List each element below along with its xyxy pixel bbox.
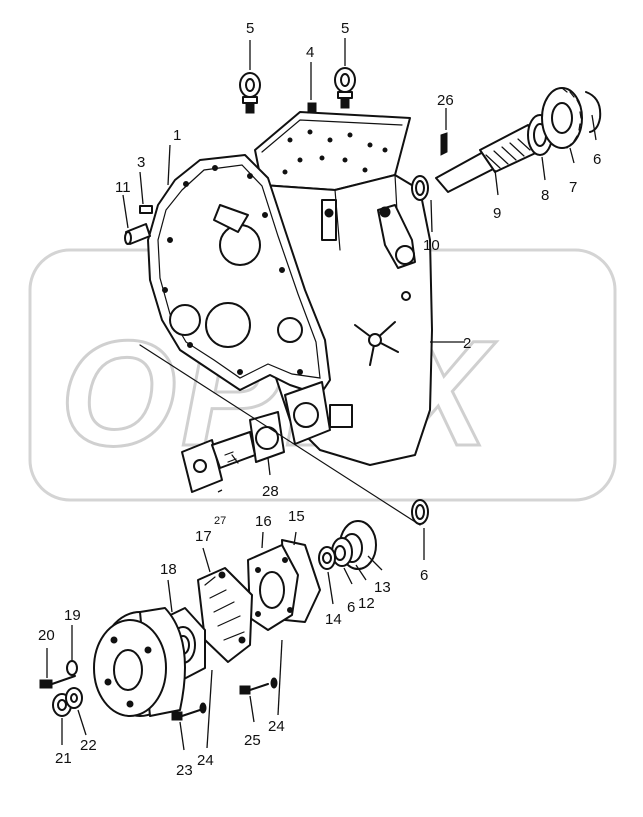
callout-20: 20 [38,627,55,644]
washer-19 [66,660,78,676]
callout-14: 14 [325,611,342,628]
pulley [93,607,186,717]
callout-13: 13 [374,579,391,596]
callout-18: 18 [160,561,177,578]
callout-25: 25 [244,732,261,749]
callout-6-top: 6 [593,151,601,168]
callout-2: 2 [463,335,471,352]
flange-bolt-holes [162,165,303,375]
callout-5-right: 5 [341,20,349,37]
washer-24a [199,702,207,714]
seal-10 [411,175,429,201]
callout-24-right: 24 [268,718,285,735]
callout-12: 12 [358,595,375,612]
plug-4 [307,102,317,114]
callout-17: 17 [195,528,212,545]
callout-7: 7 [569,179,577,196]
callouts: 1 2 3 4 5 5 6 6 6 7 8 9 10 11 12 13 14 1… [38,20,601,779]
tube-11 [124,223,151,245]
callout-10: 10 [423,237,440,254]
gear-7 [541,87,583,149]
top-plate-holes [282,129,388,175]
pin-26 [440,132,448,156]
shaft-9 [435,124,543,193]
disc-17 [197,567,253,663]
callout-6-lower-right: 6 [420,567,428,584]
callout-4: 4 [306,44,314,61]
callout-16: 16 [255,513,272,530]
axis-line [139,344,421,526]
housing-16 [247,544,299,631]
leader-lines [46,38,597,751]
callout-15: 15 [288,508,305,525]
callout-8: 8 [541,187,549,204]
bolt-20 [39,675,76,689]
front-cover-plate [147,154,331,396]
bolt-25 [239,683,269,695]
dowel-3 [139,205,153,214]
callout-9: 9 [493,205,501,222]
washer-24b [270,677,278,689]
callout-24-left: 24 [197,752,214,769]
eye-bolt-right [334,67,356,109]
callout-11: 11 [115,179,131,196]
callout-23: 23 [176,762,193,779]
callout-22: 22 [80,737,97,754]
bolt-23 [171,709,201,721]
callout-1: 1 [173,127,181,144]
callout-21: 21 [55,750,72,767]
callout-5-left: 5 [246,20,254,37]
callout-19: 19 [64,607,81,624]
washer-22 [65,687,83,709]
callout-28: 28 [262,483,279,500]
washer-14 [318,546,336,570]
eye-bolt-left [239,72,261,114]
callout-6-lower-mid: 6 [347,599,355,616]
callout-27: 27 [214,515,226,527]
seal-6-lower [411,499,429,525]
callout-26: 26 [437,92,454,109]
callout-3: 3 [137,154,145,171]
cover-27 [181,431,256,493]
outlet-flange [284,381,331,445]
